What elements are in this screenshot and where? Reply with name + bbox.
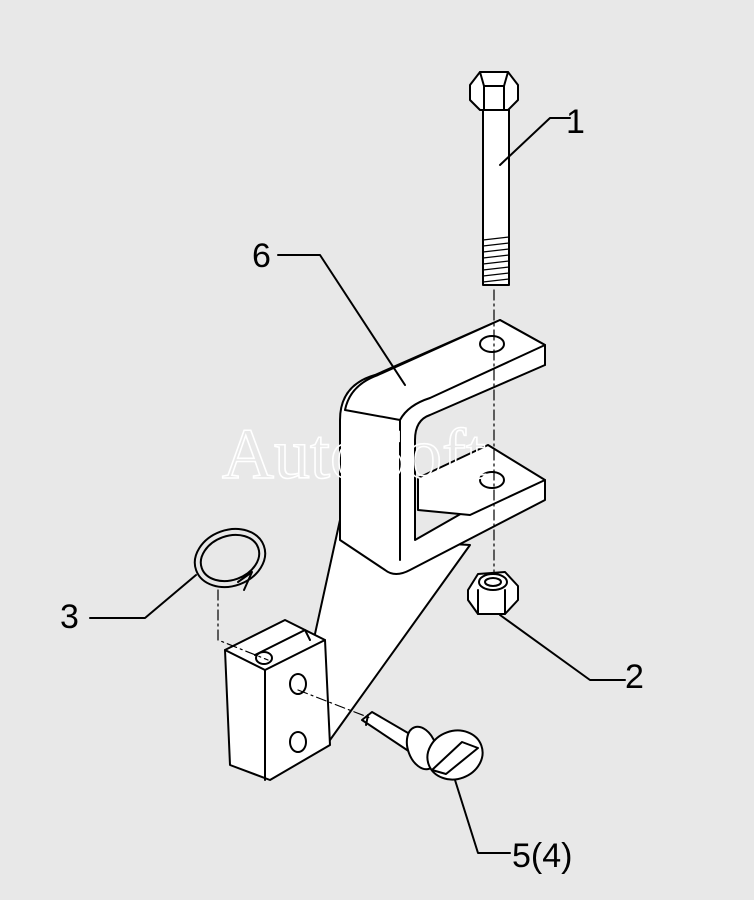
pin-part-5	[361, 711, 484, 781]
bolt-thread	[482, 236, 510, 283]
callout-label-2: 2	[625, 658, 644, 696]
bolt-part-1	[469, 71, 519, 286]
callout-label-3: 3	[60, 598, 79, 636]
leader-lines	[89, 117, 626, 854]
callout-label-5: 5(4)	[512, 837, 572, 875]
nut-part-2	[467, 571, 519, 615]
bracket-bottom-hole	[479, 471, 505, 489]
snap-ring-part-3	[193, 527, 267, 591]
center-lines	[217, 289, 495, 719]
callout-label-6: 6	[252, 237, 271, 275]
callout-label-1: 1	[566, 103, 585, 141]
bracket-part-6	[294, 319, 546, 741]
bracket-top-hole	[479, 335, 505, 353]
lower-clevis	[224, 619, 331, 781]
watermark-text: AutoSoft	[222, 414, 486, 494]
